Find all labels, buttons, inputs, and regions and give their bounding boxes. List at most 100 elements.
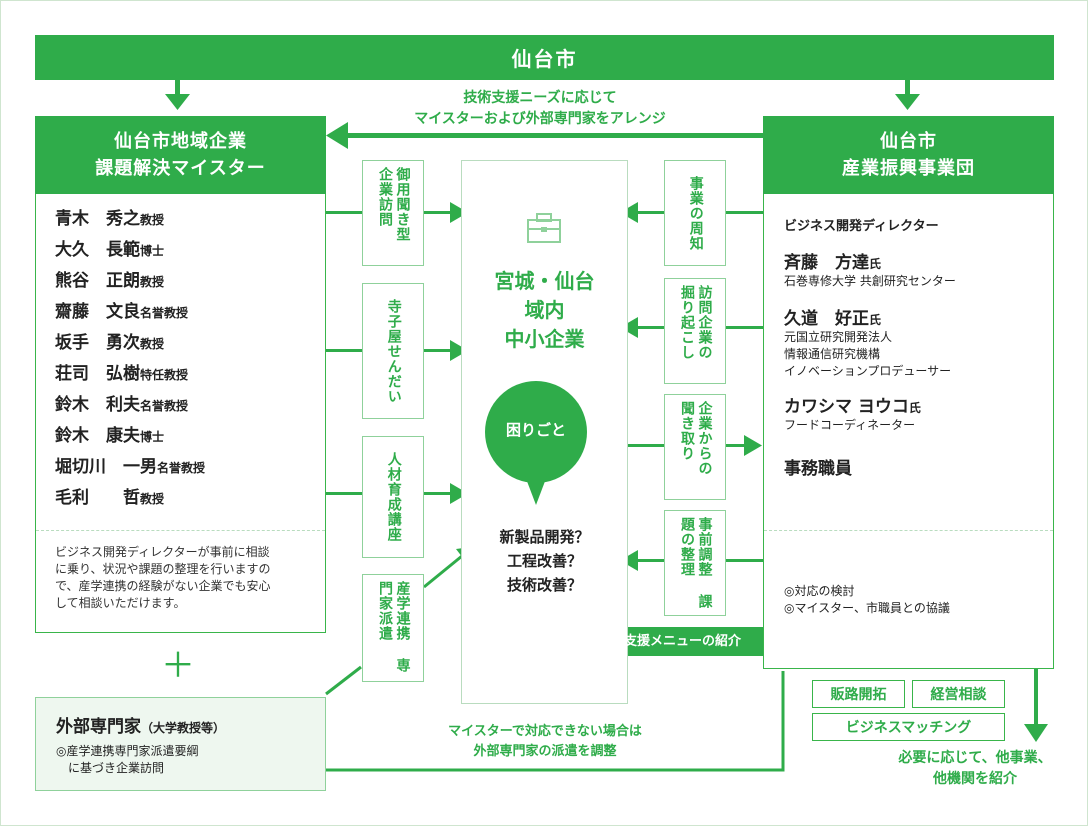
external-expert-panel: 外部専門家（大学教授等） ◎産学連携専門家派遣要綱 に基づき企業訪問: [35, 697, 326, 791]
external-expert-subtitle: （大学教授等）: [141, 721, 226, 735]
action-goyoukiki-visit: 御用聞き型 企業訪問: [362, 160, 424, 266]
meister-member: 鈴木 利夫名誉教授: [55, 390, 320, 421]
meister-member: 大久 長範博士: [55, 235, 320, 266]
action-expert-dispatch: 産学連携 専門家派遣: [362, 574, 424, 682]
question-line: 工程改善？: [506, 552, 582, 570]
meister-member: 青木 秀之教授: [55, 204, 320, 235]
person-name: カワシマ ヨウコ: [784, 397, 909, 417]
refer-note: 必要に応じて、他事業、 他機関を紹介: [870, 748, 1080, 790]
member-title: 教授: [140, 275, 165, 289]
agency-panel: [763, 116, 1054, 669]
meister-divider: [36, 530, 325, 531]
meister-title-line-1: 仙台市地域企業: [114, 131, 247, 152]
dispatch-note-line: マイスターで対応できない場合は: [448, 724, 642, 739]
briefcase-icon: [526, 212, 562, 244]
refer-note-line: 他機関を紹介: [933, 771, 1017, 787]
meister-member: 熊谷 正朗教授: [55, 266, 320, 297]
person-suffix: 氏: [869, 257, 882, 271]
refer-note-line: 必要に応じて、他事業、: [898, 750, 1052, 766]
member-name: 齋藤 文良: [55, 302, 140, 322]
dispatch-note: マイスターで対応できない場合は 外部専門家の派遣を調整: [410, 722, 680, 762]
meister-note-line: して相談いただけます。: [55, 596, 186, 610]
arrange-note: 技術支援ニーズに応じて マイスターおよび外部専門家をアレンジ: [380, 88, 700, 130]
agency-title-line: 産業振興事業団: [842, 158, 975, 179]
person-affiliation: 情報通信研究機構: [784, 347, 881, 361]
director-person: 久道 好正氏: [784, 304, 1046, 329]
member-name: 堀切川 一男: [55, 457, 157, 477]
staff-label: 事務職員: [784, 459, 852, 479]
action-find-companies: 訪問企業の 掘り起こし: [664, 278, 726, 384]
person-affiliation: 元国立研究開発法人: [784, 330, 893, 344]
meister-member-list: 青木 秀之教授 大久 長範博士 熊谷 正朗教授 齋藤 文良名誉教授 坂手 勇次教…: [55, 204, 320, 514]
director-person: カワシマ ヨウコ氏: [784, 392, 1046, 417]
member-name: 熊谷 正朗: [55, 271, 140, 291]
action-hr-training: 人材育成講座: [362, 436, 424, 558]
meister-member: 荘司 弘樹特任教授: [55, 359, 320, 390]
meister-note-line: で、産学連携の経験がない企業でも安心: [55, 579, 271, 593]
action-hearing: 企業からの 聞き取り: [664, 394, 726, 500]
external-expert-line: ◎産学連携専門家派遣要綱: [56, 744, 199, 758]
action-pre-coordination: 事前調整 課題の整理: [664, 510, 726, 616]
member-title: 名誉教授: [140, 399, 189, 413]
member-name: 坂手 勇次: [55, 333, 140, 353]
meister-member: 齋藤 文良名誉教授: [55, 297, 320, 328]
person-suffix: 氏: [908, 401, 921, 415]
center-title-line: 域内: [524, 298, 565, 322]
question-line: 技術改善？: [506, 576, 582, 594]
director-label: ビジネス開発ディレクター: [784, 219, 939, 234]
dispatch-note-line: 外部専門家の派遣を調整: [473, 744, 617, 759]
person-name: 斉藤 方達: [784, 253, 869, 273]
member-title: 教授: [140, 213, 165, 227]
member-name: 毛利 哲: [55, 488, 140, 508]
meister-member: 毛利 哲教授: [55, 483, 320, 514]
tag-management-consult: 経営相談: [912, 680, 1005, 708]
city-top-bar: 仙台市: [35, 35, 1054, 80]
meister-member: 坂手 勇次教授: [55, 328, 320, 359]
external-expert-title: 外部専門家: [56, 717, 141, 737]
arrange-note-line-1: 技術支援ニーズに応じて: [463, 90, 617, 106]
meister-note-line: に乗り、状況や課題の整理を行いますの: [55, 562, 271, 576]
member-title: 教授: [140, 337, 165, 351]
external-expert-heading: 外部専門家（大学教授等）: [56, 712, 325, 737]
agency-divider: [764, 530, 1053, 531]
person-affiliation: フードコーディネーター: [784, 418, 916, 432]
trouble-bubble: 困りごと: [483, 381, 589, 509]
member-name: 鈴木 康夫: [55, 426, 140, 446]
center-title-line: 中小企業: [504, 327, 585, 351]
action-terakoya-sendai: 寺子屋せんだい: [362, 283, 424, 419]
action-publicize: 事業の周知: [664, 160, 726, 266]
agency-task: ◎マイスター、市職員との協議: [784, 601, 950, 615]
agency-task: ◎対応の検討: [784, 584, 855, 598]
member-title: 博士: [140, 430, 165, 444]
meister-title-line-2: 課題解決マイスター: [95, 158, 266, 179]
meister-title-bar: 仙台市地域企業 課題解決マイスター: [35, 116, 326, 194]
agency-body: ビジネス開発ディレクター 斉藤 方達氏 石巻専修大学 共創研究センター 久道 好…: [784, 215, 1046, 479]
agency-tasks: ◎対応の検討 ◎マイスター、市職員との協議: [784, 583, 1046, 617]
meister-note: ビジネス開発ディレクターが事前に相談 に乗り、状況や課題の整理を行いますの で、…: [55, 544, 320, 612]
menu-arrow-label: 事業団支援メニューの紹介: [584, 634, 741, 649]
external-expert-line: に基づき企業訪問: [56, 761, 165, 775]
member-name: 青木 秀之: [55, 209, 140, 229]
meister-member: 鈴木 康夫博士: [55, 421, 320, 452]
meister-panel: [35, 116, 326, 633]
person-affiliation: イノベーションプロデューサー: [784, 364, 952, 378]
member-title: 特任教授: [140, 368, 189, 382]
member-name: 大久 長範: [55, 240, 140, 260]
member-title: 博士: [140, 244, 165, 258]
center-title-line: 宮城・仙台: [494, 269, 595, 293]
tag-sales-channel: 販路開拓: [812, 680, 905, 708]
trouble-bubble-label: 困りごと: [505, 421, 566, 439]
center-questions: 新製品開発？ 工程改善？ 技術改善？: [461, 525, 628, 597]
person-affiliation: 石巻専修大学 共創研究センター: [784, 274, 956, 288]
member-title: 名誉教授: [140, 306, 189, 320]
member-name: 荘司 弘樹: [55, 364, 140, 384]
meister-note-line: ビジネス開発ディレクターが事前に相談: [55, 545, 270, 559]
member-name: 鈴木 利夫: [55, 395, 140, 415]
agency-title-line: 仙台市: [880, 131, 937, 152]
agency-title-bar: 仙台市 産業振興事業団: [763, 116, 1054, 194]
person-name: 久道 好正: [784, 309, 869, 329]
tag-business-matching: ビジネスマッチング: [812, 713, 1005, 741]
arrange-note-line-2: マイスターおよび外部専門家をアレンジ: [414, 111, 666, 127]
member-title: 教授: [140, 492, 165, 506]
question-line: 新製品開発？: [499, 528, 590, 546]
